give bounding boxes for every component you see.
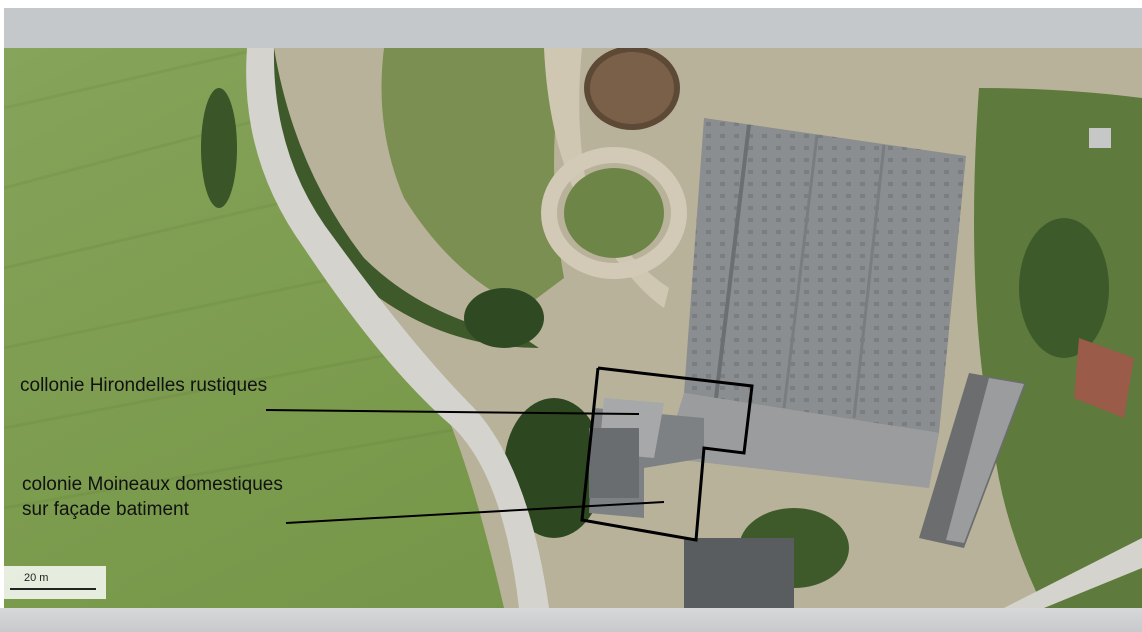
annotation-moineaux: colonie Moineaux domestiques sur façade … <box>22 472 283 522</box>
top-bar <box>4 8 1142 48</box>
field-stripes <box>4 48 465 510</box>
red-roof-building <box>1074 338 1134 418</box>
tree-cluster-3 <box>1019 218 1109 358</box>
road-right <box>1004 538 1142 608</box>
tree-cluster-2 <box>201 88 237 208</box>
aerial-map[interactable]: collonie Hirondelles rustiques colonie M… <box>4 48 1142 608</box>
leader-line-moineaux <box>285 501 665 524</box>
leader-line-hirondelles <box>265 409 640 415</box>
loop-center <box>564 168 664 258</box>
scale-label: 20 m <box>24 572 49 584</box>
tree-cluster-4 <box>504 398 604 538</box>
yard-track <box>544 48 669 308</box>
colony-outline <box>580 366 754 542</box>
annotation-moineaux-line2: sur façade batiment <box>22 499 189 520</box>
scale-line <box>10 588 96 590</box>
bottom-bar <box>0 608 1142 632</box>
road <box>246 48 549 608</box>
tree-cluster-1 <box>464 288 544 348</box>
scale-bar: 20 m <box>4 566 106 599</box>
annotation-hirondelles: collonie Hirondelles rustiques <box>20 375 268 396</box>
tree-line <box>262 48 539 348</box>
main-barn <box>664 118 966 488</box>
central-meadow <box>381 48 564 308</box>
track-loop <box>541 147 687 279</box>
bottom-house <box>684 538 794 608</box>
small-shed <box>1089 128 1111 148</box>
annotation-moineaux-line1: colonie Moineaux domestiques <box>22 474 283 495</box>
aerial-imagery <box>4 48 1142 608</box>
